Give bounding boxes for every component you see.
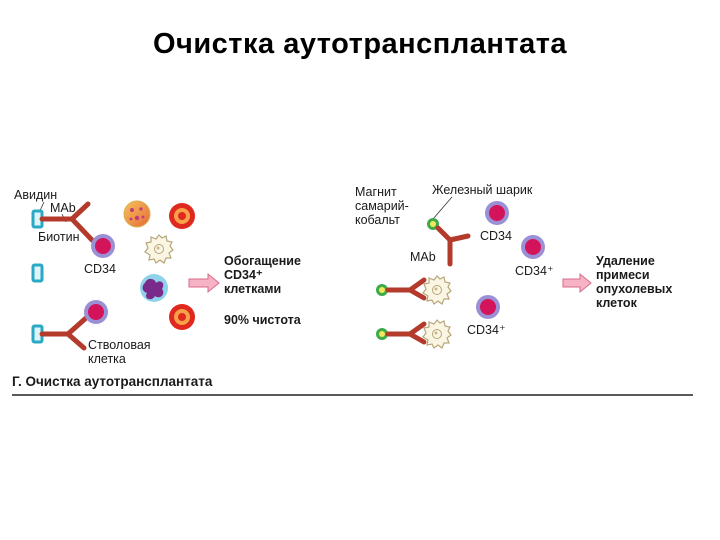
- avidin-label: Авидин: [14, 188, 57, 202]
- removal-label: Удаление примеси опухолевых клеток: [596, 254, 676, 310]
- cd34-plus-label-2: CD34⁺: [467, 323, 506, 337]
- neutrophil-icon: [140, 274, 168, 302]
- avidin-column-2: [31, 263, 44, 283]
- tumor-cell-icon: [422, 319, 452, 349]
- magnet-line-3: кобальт: [355, 213, 400, 227]
- tumor-cell-icon: [422, 275, 452, 305]
- removal-line-3: опухолевых: [596, 282, 672, 296]
- antibody-icon: [39, 201, 95, 243]
- stem-cell-line-1: Стволовая: [88, 338, 151, 352]
- stem-cell-icon: [84, 300, 108, 324]
- stem-cell-line-2: клетка: [88, 352, 126, 366]
- iron-bead-label: Железный шарик: [432, 183, 533, 197]
- magnet-label: Магнит самарий- кобальт: [355, 185, 412, 227]
- cd34-plus-label-1: CD34⁺: [515, 264, 554, 278]
- enrichment-line-1: Обогащение: [224, 254, 301, 268]
- enrichment-line-3: клетками: [224, 282, 281, 296]
- left-panel: Авидин MAb Биотин CD34 Стволовая клетка: [14, 188, 304, 366]
- antibody-icon: [385, 321, 427, 345]
- antibody-icon: [385, 277, 427, 301]
- right-panel: Магнит самарий- кобальт Железный шарик C…: [355, 183, 676, 349]
- enrichment-arrow: [188, 272, 220, 294]
- iron-bead-icon: [376, 284, 388, 296]
- cd34-cell-icon: [476, 295, 500, 319]
- apoptotic-cell-icon: [144, 234, 174, 264]
- cd34-label-right: CD34: [480, 229, 512, 243]
- cd34-cell-icon: [91, 234, 115, 258]
- tumor-cell-icon: [123, 200, 151, 228]
- mab-label-left: MAb: [50, 201, 76, 215]
- cd34-cell-icon: [521, 235, 545, 259]
- antibody-icon: [39, 315, 89, 351]
- magnet-line-1: Магнит: [355, 185, 397, 199]
- leader-line: [432, 196, 453, 220]
- antibody-icon: [435, 225, 471, 267]
- figure-caption: Г. Очистка аутотрансплантата: [12, 374, 213, 389]
- purity-label: 90% чистота: [224, 313, 302, 327]
- magnet-line-2: самарий-: [355, 199, 409, 213]
- biotin-label: Биотин: [38, 230, 80, 244]
- removal-arrow: [562, 272, 592, 294]
- mab-label-right: MAb: [410, 250, 436, 264]
- stem-cell-label: Стволовая клетка: [88, 338, 154, 366]
- slide-title: Очистка аутотрансплантата: [152, 28, 568, 60]
- red-cell-icon: [169, 203, 195, 229]
- removal-line-2: примеси: [596, 268, 650, 282]
- enrichment-line-2: CD34⁺: [224, 268, 263, 282]
- cd34-label-left: CD34: [84, 262, 116, 276]
- removal-line-4: клеток: [596, 296, 638, 310]
- red-cell-icon: [169, 304, 195, 330]
- cd34-cell-icon: [485, 201, 509, 225]
- removal-line-1: Удаление: [596, 254, 655, 268]
- iron-bead-icon: [376, 328, 388, 340]
- enrichment-label: Обогащение CD34⁺ клетками: [224, 254, 304, 296]
